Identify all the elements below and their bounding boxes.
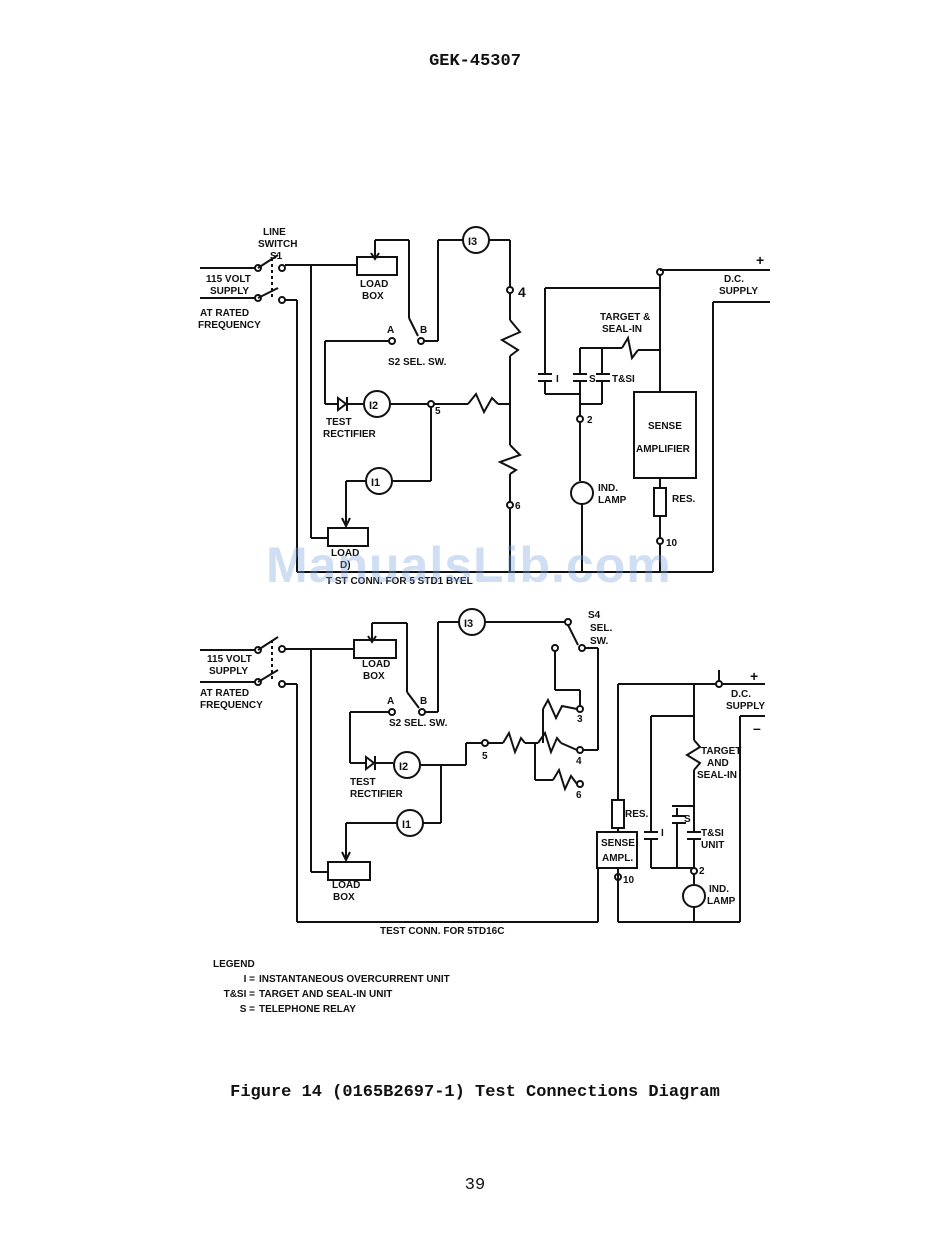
legend-item: S = TELEPHONE RELAY xyxy=(213,1002,450,1017)
res2-label: RES. xyxy=(625,809,649,820)
legend-key: I = xyxy=(243,974,255,985)
sense2-label-1: SENSE xyxy=(601,838,635,849)
load-box-label-1: LOAD xyxy=(360,279,388,290)
diagram-2: 115 VOLT SUPPLY AT RATED FREQUENCY LOAD … xyxy=(200,608,765,937)
i1b-meter-label: I1 xyxy=(402,819,411,831)
terminal-10: 10 xyxy=(666,538,678,549)
dc-label-2: SUPPLY xyxy=(719,286,758,297)
diagram-1: LINE SWITCH S1 115 VOLT SUPPLY AT RATED … xyxy=(198,226,770,587)
ind-lamp-label-2: LAMP xyxy=(598,495,627,506)
dc2-plus-sign: + xyxy=(750,668,758,684)
legend-text: INSTANTANEOUS OVERCURRENT UNIT xyxy=(259,974,450,985)
load-box-bottom-label-2: D) xyxy=(340,560,351,571)
terminal2-3: 3 xyxy=(577,714,583,725)
target2-label-2: AND xyxy=(707,758,729,769)
page-number: 39 xyxy=(464,1176,486,1195)
sense-amplifier-label-1: SENSE xyxy=(648,421,682,432)
load-box2-bottom-label-2: BOX xyxy=(333,892,355,903)
legend-key: S = xyxy=(239,1004,255,1015)
terminal2-4: 4 xyxy=(576,756,582,767)
load-box-bottom-label-1: LOAD xyxy=(331,548,359,559)
load-box-label-2: BOX xyxy=(362,291,384,302)
i2b-meter-label: I2 xyxy=(399,761,408,773)
freq2-label-1: AT RATED xyxy=(200,688,249,699)
tsi2-label-1: T&SI xyxy=(701,828,724,839)
legend-item: T&SI = TARGET AND SEAL-IN UNIT xyxy=(213,987,450,1002)
s2-contact-label: S xyxy=(684,814,691,825)
res-label: RES. xyxy=(672,494,696,505)
legend-key: T&SI = xyxy=(223,989,255,1000)
test-rectifier-label-2: RECTIFIER xyxy=(323,429,377,440)
s2b-label: S2 SEL. SW. xyxy=(389,718,448,729)
terminal2-10: 10 xyxy=(623,875,635,886)
supply2-label-2: SUPPLY xyxy=(209,666,248,677)
test-rectifier2-label-1: TEST xyxy=(350,777,376,788)
freq-label-1: AT RATED xyxy=(200,308,249,319)
terminal2-6: 6 xyxy=(576,790,582,801)
s2-label: S2 SEL. SW. xyxy=(388,357,447,368)
ind-lamp2-label-1: IND. xyxy=(709,884,729,895)
legend-item: I = INSTANTANEOUS OVERCURRENT UNIT xyxy=(213,972,450,987)
target-label-1: TARGET & xyxy=(600,312,650,323)
i2-contact-label: I xyxy=(661,828,664,839)
terminal-4: 4 xyxy=(518,284,526,300)
terminal2-2: 2 xyxy=(699,866,705,877)
load-box2-bottom-label-1: LOAD xyxy=(332,880,360,891)
legend: LEGEND I = INSTANTANEOUS OVERCURRENT UNI… xyxy=(213,957,450,1017)
supply2-label-1: 115 VOLT xyxy=(207,654,252,665)
sense-amplifier-label-2: AMPLIFIER xyxy=(636,444,691,455)
freq-label-2: FREQUENCY xyxy=(198,320,261,331)
watermark: ManualsLib.com xyxy=(266,537,672,593)
test-connection2-label: TEST CONN. FOR 5TD16C xyxy=(380,926,504,937)
freq2-label-2: FREQUENCY xyxy=(200,700,263,711)
supply-label-1: 115 VOLT xyxy=(206,274,251,285)
load-box2-label-1: LOAD xyxy=(362,659,390,670)
legend-title: LEGEND xyxy=(213,959,255,970)
legend-text: TARGET AND SEAL-IN UNIT xyxy=(259,989,393,1000)
target2-label-3: SEAL-IN xyxy=(697,770,737,781)
line-switch-label-2: SWITCH xyxy=(258,239,297,250)
figure-caption: Figure 14 (0165B2697-1) Test Connections… xyxy=(230,1083,720,1102)
dc-label-1: D.C. xyxy=(724,274,744,285)
i-contact-label: I xyxy=(556,374,559,385)
terminal-2: 2 xyxy=(587,415,593,426)
terminal2-5: 5 xyxy=(482,751,488,762)
i1-meter-label: I1 xyxy=(371,477,380,489)
dc-plus-sign: + xyxy=(756,252,764,268)
s2-a-label: A xyxy=(387,325,394,336)
s2b-a-label: A xyxy=(387,696,394,707)
s4-label-3: SW. xyxy=(590,636,609,647)
sense2-label-2: AMPL. xyxy=(602,853,633,864)
terminal-5: 5 xyxy=(435,406,441,417)
dc2-minus-sign: – xyxy=(753,720,761,736)
s4-label-2: SEL. xyxy=(590,623,612,634)
legend-text: TELEPHONE RELAY xyxy=(259,1004,356,1015)
target-label-2: SEAL-IN xyxy=(602,324,642,335)
s2-b-label: B xyxy=(420,325,427,336)
i2-meter-label: I2 xyxy=(369,400,378,412)
load-box2-label-2: BOX xyxy=(363,671,385,682)
supply-label-2: SUPPLY xyxy=(210,286,249,297)
i3-meter-label: I3 xyxy=(468,236,477,248)
test-rectifier-label-1: TEST xyxy=(326,417,352,428)
test-connection-label: T ST CONN. FOR 5 STD1 BYEL xyxy=(326,576,473,587)
dc2-label-1: D.C. xyxy=(731,689,751,700)
ind-lamp-label-1: IND. xyxy=(598,483,618,494)
s2b-b-label: B xyxy=(420,696,427,707)
terminal-6: 6 xyxy=(515,501,521,512)
ind-lamp2-label-2: LAMP xyxy=(707,896,736,907)
target2-label-1: TARGET xyxy=(701,746,741,757)
s-contact-label: S xyxy=(589,374,596,385)
line-switch-label: LINE xyxy=(263,227,286,238)
s4-label-1: S4 xyxy=(588,610,601,621)
document-number: GEK-45307 xyxy=(429,52,521,71)
test-rectifier2-label-2: RECTIFIER xyxy=(350,789,404,800)
tsi-contact-label: T&SI xyxy=(612,374,635,385)
dc2-label-2: SUPPLY xyxy=(726,701,765,712)
i3b-meter-label: I3 xyxy=(464,618,473,630)
tsi2-label-2: UNIT xyxy=(701,840,724,851)
